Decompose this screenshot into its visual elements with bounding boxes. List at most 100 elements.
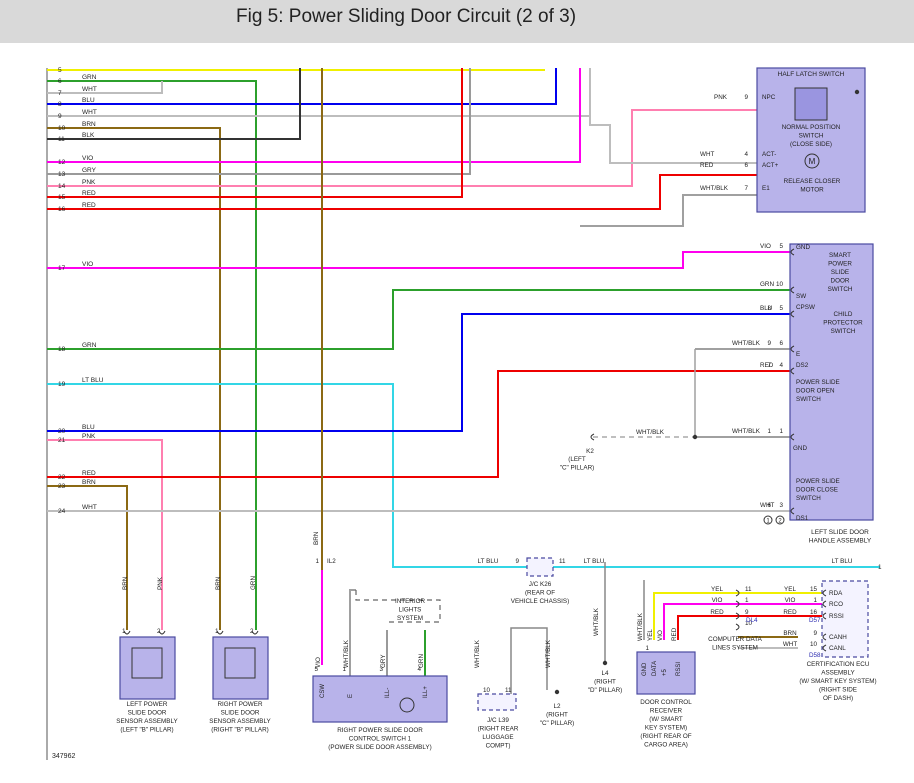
connector-symbol — [251, 630, 259, 635]
child-protector-label: SWITCH — [831, 328, 856, 335]
receiver-wire: WHT/BLK — [637, 612, 644, 641]
sensor-internal — [224, 647, 256, 679]
row-number: 16 — [58, 206, 66, 213]
wire-row-21-pnk — [47, 439, 163, 630]
ecu-d58: D58 — [809, 652, 821, 659]
wire-row-10-brn — [47, 127, 221, 630]
left-sensor-label: SLIDE DOOR — [128, 710, 167, 717]
wiring-diagram: 56GRN7WHT8BLU9WHT10BRN11BLK12VIO13GRY14P… — [46, 67, 882, 760]
receiver-right-wire: VIO — [712, 597, 723, 604]
receiver-wire: YEL — [647, 629, 654, 641]
handle-wire-color: GRN — [760, 281, 774, 288]
release-closer-motor-label: MOTOR — [800, 187, 824, 194]
cert-ecu-label: (RIGHT SIDE — [819, 687, 857, 694]
half-latch-pin-name: NPC — [762, 94, 776, 101]
wire-row-13-gry — [47, 68, 471, 175]
normal-position-switch-label: SWITCH — [799, 133, 824, 140]
sensor-wire-color: BRN — [215, 576, 222, 590]
control-switch-pin: 3 — [379, 666, 383, 673]
handle-cpsw: CPSW — [796, 304, 815, 311]
right-sensor-label: (RIGHT "B" PILLAR) — [211, 727, 269, 734]
receiver-label: (W/ SMART — [649, 716, 683, 723]
row-color-label: VIO — [82, 155, 93, 162]
connector-symbol — [822, 600, 827, 608]
row-number: 13 — [58, 171, 66, 178]
control-switch-wire: GRY — [380, 654, 387, 668]
receiver-pin-name: DATA — [652, 661, 658, 676]
jc-l39-wire: WHT/BLK — [474, 639, 481, 668]
half-latch-wire-color: RED — [700, 162, 714, 169]
k2-id: K2 — [586, 448, 594, 455]
close-switch-label: DOOR CLOSE — [796, 487, 838, 494]
right-sensor-label: RIGHT POWER — [217, 701, 262, 708]
ecu-pin: 16 — [810, 609, 818, 616]
connector-symbol — [123, 630, 131, 635]
handle-pin-num: 9 — [767, 340, 771, 347]
half-latch-label: HALF LATCH SWITCH — [778, 71, 845, 78]
ecu-pin-name: RDA — [829, 590, 843, 597]
right-sensor-label: SENSOR ASSEMBLY — [209, 718, 271, 725]
receiver-label: RECEIVER — [650, 708, 683, 715]
circle-marker — [775, 515, 785, 525]
components-layer — [119, 67, 874, 723]
sensor-wire-color: PNK — [157, 576, 164, 590]
connector-symbol — [216, 630, 224, 635]
cert-ecu-label: OF DASH) — [823, 695, 853, 702]
ecu-wire: YEL — [784, 586, 796, 593]
far-wire: LT BLU — [832, 558, 853, 565]
wire-row-17-vio — [47, 251, 790, 269]
wire-yel — [653, 592, 740, 640]
wire-row-11-blk — [47, 68, 301, 140]
ecu-wire: BRN — [783, 630, 797, 637]
row-number: 17 — [58, 265, 66, 272]
junction-dot — [602, 660, 608, 666]
receiver-right-wire: YEL — [711, 586, 723, 593]
sensor-wire-color: BRN — [122, 576, 129, 590]
left-sensor-label: LEFT POWER — [127, 701, 168, 708]
ecu-pin-name: RCO — [829, 601, 843, 608]
receiver-wire: RED — [671, 627, 678, 641]
wire-row-22-red — [47, 370, 790, 478]
ecu-pin: 1 — [813, 597, 817, 604]
row-color-label: BLU — [82, 424, 95, 431]
half-latch-pin-number: 6 — [744, 162, 748, 169]
connector-symbol — [735, 600, 740, 608]
jc-k26-box — [526, 557, 554, 577]
row-color-label: BLK — [82, 132, 95, 139]
wire-row-19-ltblu — [47, 383, 528, 568]
row-number: 24 — [58, 508, 66, 515]
jc-l39-label: J/C L39 — [487, 717, 509, 724]
connector-symbol — [822, 644, 827, 652]
l4-label: "D" PILLAR) — [588, 687, 623, 694]
connector-symbol — [790, 310, 795, 318]
jc-k26-pin: 9 — [515, 558, 519, 565]
receiver-right-pin: 11 — [745, 586, 752, 593]
row-number: 20 — [58, 428, 66, 435]
handle-gnd-top: GND — [796, 244, 810, 251]
receiver-pin-name: +5 — [662, 668, 668, 676]
jc-k26-wire: LT BLU — [584, 558, 605, 565]
figure-title: Fig 5: Power Sliding Door Circuit (2 of … — [236, 6, 577, 27]
ecu-wire: RED — [783, 609, 797, 616]
ecu-pin: 15 — [810, 586, 818, 593]
close-switch-label: POWER SLIDE — [796, 478, 840, 485]
normal-position-switch-symbol — [794, 87, 828, 121]
control-switch-pin: 4 — [417, 666, 421, 673]
wire-row-23-brn — [47, 485, 128, 630]
row-color-label: LT BLU — [82, 377, 104, 384]
left-sensor-label: (LEFT "B" PILLAR) — [120, 727, 173, 734]
control-switch-wire: WHT/BLK — [343, 639, 350, 668]
ecu-pin-name: CANL — [829, 645, 846, 652]
row-number: 21 — [58, 437, 66, 444]
control-switch-label: CONTROL SWITCH 1 — [349, 736, 412, 743]
l4-label: (RIGHT — [594, 679, 616, 686]
row-number: 18 — [58, 346, 66, 353]
handle-wire-color: RED — [760, 362, 774, 369]
connector-symbol — [790, 507, 795, 515]
control-switch-wire: VIO — [315, 657, 322, 668]
wire-act-minus — [589, 116, 757, 164]
connector-symbol — [822, 633, 827, 641]
receiver-right-pin: 10 — [745, 620, 753, 627]
ecu-d57: D57 — [809, 617, 821, 624]
jc-k26-label: (REAR OF — [525, 590, 555, 597]
